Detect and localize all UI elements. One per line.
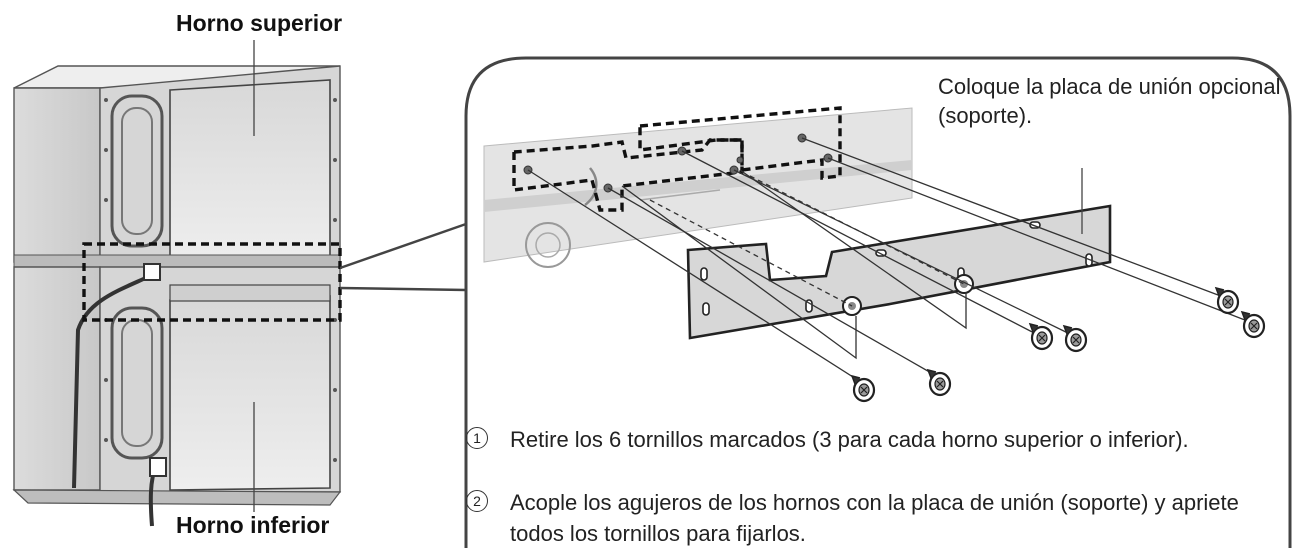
step-text: Acople los agujeros de los hornos con la… (496, 487, 1266, 549)
screw-icon (852, 376, 874, 401)
lower-oven-label: Horno inferior (176, 512, 329, 539)
joining-plate-caption: Coloque la placa de unión opcional (sopo… (938, 72, 1288, 130)
step-number-badge: 2 (466, 490, 488, 512)
upper-oven (14, 66, 340, 262)
screw-icon (1242, 312, 1264, 337)
step-1: 1 Retire los 6 tornillos marcados (3 par… (496, 424, 1266, 455)
screws (852, 288, 1264, 401)
step-text: Retire los 6 tornillos marcados (3 para … (496, 424, 1266, 455)
screw-icon (928, 370, 950, 395)
oven-back-panel (484, 108, 912, 267)
joining-plate (688, 206, 1110, 338)
lower-oven (14, 267, 340, 505)
step-number-badge: 1 (466, 427, 488, 449)
detail-callout (466, 58, 1290, 548)
screw-icon (1216, 288, 1238, 313)
stacked-ovens (14, 40, 340, 526)
upper-oven-label: Horno superior (176, 10, 342, 37)
screw-icon (1064, 326, 1086, 351)
step-2: 2 Acople los agujeros de los hornos con … (496, 487, 1266, 549)
screw-icon (1030, 324, 1052, 349)
